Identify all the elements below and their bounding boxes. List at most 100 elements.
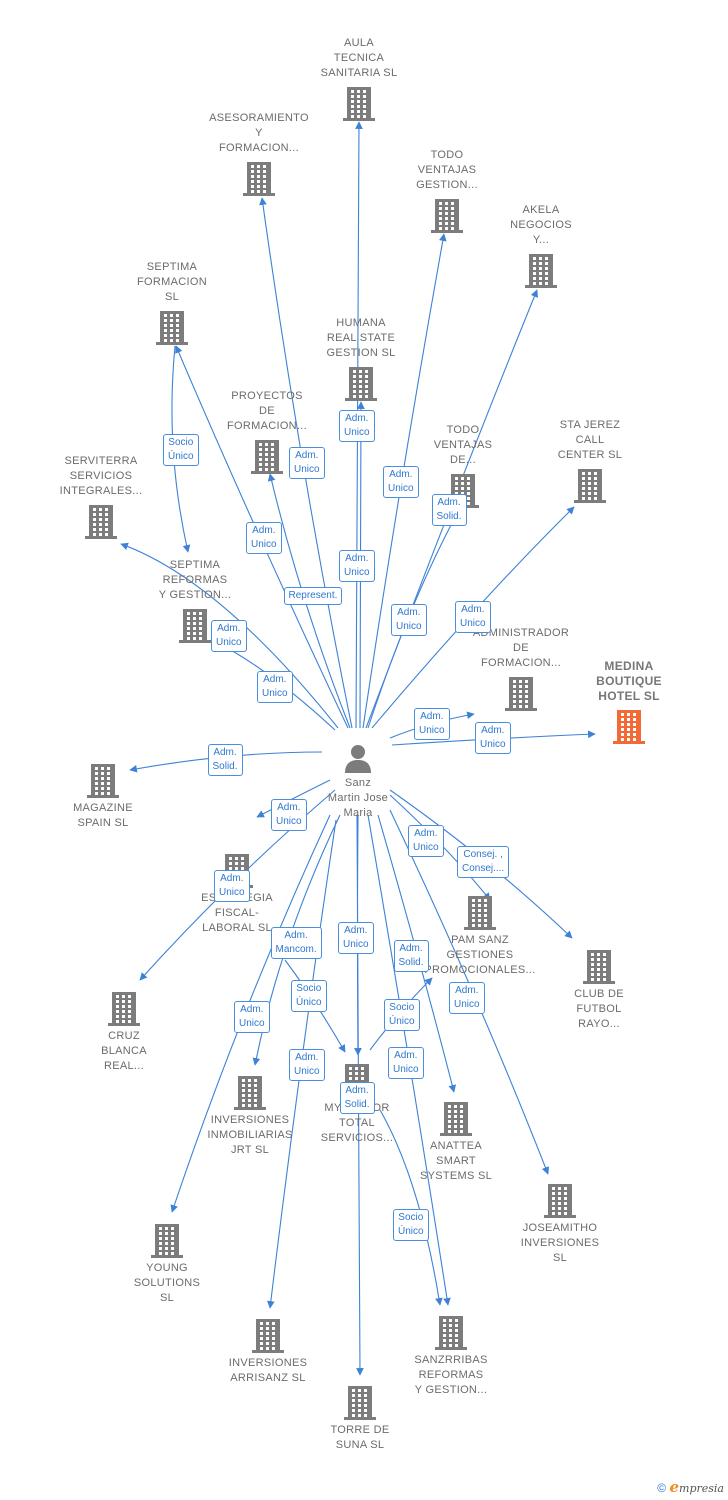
building-icon-window [242,1094,245,1097]
edge-label-person-to-sanzrribas[interactable]: Adm.Unico [388,1047,424,1079]
company-node-medina[interactable] [612,708,646,749]
company-node-club[interactable] [582,948,616,989]
edge-label-person-to-humana[interactable]: Adm.Unico [339,550,375,582]
building-icon-window [552,1212,555,1215]
building-icon-window [533,257,536,260]
edge-label-person-to-pam[interactable]: Adm.Unico [408,825,444,857]
company-node-septima-formacion[interactable] [155,309,189,350]
edge-label-line: Unico [388,483,414,494]
building-icon-window [265,448,268,451]
company-node-asesoramiento[interactable] [242,160,276,201]
company-node-torre[interactable] [343,1384,377,1425]
building-icon-window [165,1247,168,1250]
edge-label-person-to-medina[interactable]: Adm.Unico [475,722,511,754]
edge-label-person-to-septima-reformas[interactable]: Adm.Unico [257,671,293,703]
building-icon-window [242,1104,245,1107]
building-icon-window [193,617,196,620]
building-icon-window [533,272,536,275]
building-icon-base [440,1133,472,1136]
building-icon-window [271,458,274,461]
company-node-aula[interactable] [342,85,376,126]
edge-label-person-to-joseamitho[interactable]: Adm.Unico [449,982,485,1014]
company-node-sanzrribas[interactable] [434,1314,468,1355]
building-icon-window [439,227,442,230]
company-label-sta-jerez-line: CENTER SL [557,449,623,461]
company-label-sta-jerez-line: STA JEREZ [559,419,621,431]
building-icon-window [539,257,542,260]
edge-label-person-to-septima-formacion[interactable]: Represent. [283,587,343,605]
edge-label-line: Adm. [394,1050,418,1061]
company-node-inversiones-jrt[interactable] [233,1074,267,1115]
edge-label-person-to-estrategia[interactable]: Adm.Unico [271,799,307,831]
edge-label-person-to-akela[interactable]: Adm.Solid. [431,494,467,526]
edge-label-person-to-todo1[interactable]: Adm.Unico [383,466,419,498]
building-icon-window [266,1332,269,1335]
company-node-cruz[interactable] [107,990,141,1031]
company-label-estrategia-line: FISCAL- [214,907,260,919]
edge-label-line: Unico [460,618,486,629]
edge-label-person-to-anattea[interactable]: Adm.Solid. [393,940,429,972]
company-node-pam[interactable] [463,894,497,935]
edge-label-person-to-arrisanz[interactable]: Adm.Unico [289,1049,325,1081]
company-node-humana[interactable] [344,365,378,406]
building-icon-window [353,385,356,388]
company-node-proyectos[interactable] [250,438,284,479]
edge-label-person-to-cruz[interactable]: Adm.Unico [214,870,250,902]
edge-label-person-to-mygestor[interactable]: Adm.Unico [338,922,374,954]
building-icon [544,1184,576,1218]
company-node-young[interactable] [150,1222,184,1263]
building-icon-window [597,963,600,966]
building-icon-window [251,180,254,183]
company-node-joseamitho[interactable] [543,1182,577,1223]
building-icon-window [128,1010,131,1013]
edge-label-person-to-club[interactable]: Consej. ,Consej.... [457,846,510,878]
building-icon-window [272,1337,275,1340]
person-node[interactable] [342,742,374,779]
company-node-sta-jerez[interactable] [573,467,607,508]
edge-label-person-to-torre[interactable]: Adm.Solid. [339,1082,375,1114]
company-node-akela[interactable] [524,252,558,293]
company-node-todo1[interactable] [430,197,464,238]
edge-label-person-to-todo2[interactable]: Adm.Unico [391,604,427,636]
building-icon-window [365,385,368,388]
edge-label-person-to-magazine[interactable]: Adm.Solid. [207,744,243,776]
edge-label-person-to-proyectos[interactable]: Adm.Unico [246,522,282,554]
company-node-administrador[interactable] [504,675,538,716]
building-icon-window [170,319,173,322]
company-node-septima-reformas[interactable] [178,607,212,648]
building-icon-window [254,1089,257,1092]
building-icon-window [533,267,536,270]
edge-label-person-to-asesoramiento[interactable]: Adm.Unico [289,447,325,479]
edge-label-line: Adm. [461,604,485,615]
edge-label-person-to-inversiones-jrt[interactable]: Adm.Unico [234,1001,270,1033]
building-icon-window [260,1337,263,1340]
building-icon-window [349,1067,352,1070]
company-node-anattea[interactable] [439,1100,473,1141]
edge-label-line: Socio [398,1212,424,1223]
building-icon-window [357,90,360,93]
building-icon-window [105,518,108,521]
edge-label-person-to-serviterra[interactable]: Adm.Unico [211,620,247,652]
edge-label-line: Unico [343,939,369,950]
building-icon-window [564,1212,567,1215]
building-icon-window [351,110,354,113]
edge-label-line: Unico [216,637,242,648]
edge-label-person-to-sta-jerez[interactable]: Adm. Unico [455,601,491,633]
company-node-magazine[interactable] [86,762,120,803]
company-label-administrador-line: DE [513,642,529,654]
edge-label-person-to-aula[interactable]: Adm.Unico [339,410,375,442]
building-icon-window [251,190,254,193]
company-node-arrisanz[interactable] [251,1317,285,1358]
building-icon-window [251,170,254,173]
building-icon-window [242,1099,245,1102]
edge-label-person-to-young[interactable]: Adm.Mancom. [270,927,322,959]
building-icon-window [454,1120,457,1123]
company-node-serviterra[interactable] [84,503,118,544]
edge-label-person-to-administrador[interactable]: Adm.Unico [414,708,450,740]
building-icon-window [603,968,606,971]
building-icon-window [633,738,636,741]
